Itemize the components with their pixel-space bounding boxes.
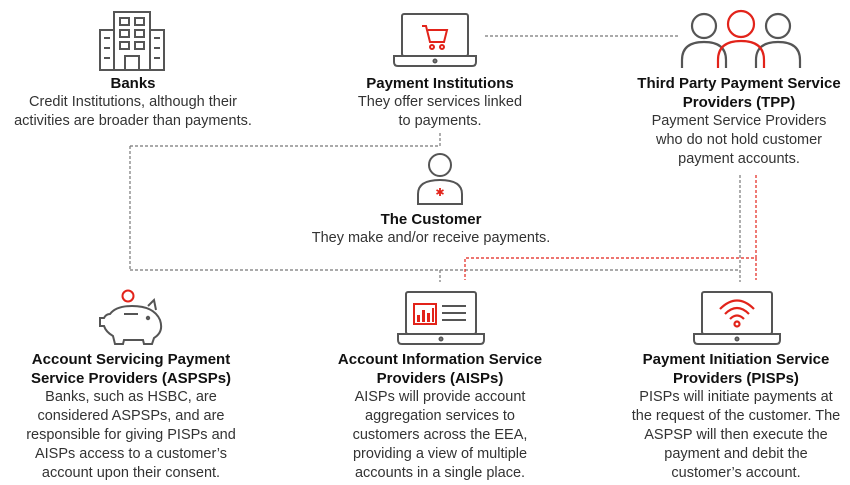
tpp-title: Third Party Payment Service Providers (T… [637,75,841,111]
payment-institutions-title: Payment Institutions [366,75,514,92]
aspsp-description: Banks, such as HSBC, are considered ASPS… [26,389,236,481]
piggy-bank-icon [99,289,163,345]
pisp-description: PISPs will initiate payments at the requ… [631,389,841,481]
connector-top-horizontal [130,132,441,147]
connector-tpp-red [464,175,757,280]
node-customer: The Customer They make and/or receive pa… [290,210,572,248]
node-pisp: Payment Initiation Service Providers (PI… [622,350,850,483]
payment-institutions-description: They offer services linked to payments. [357,94,523,129]
laptop-cart-icon [393,13,477,67]
aisp-title: Account Information Service Providers (A… [337,351,543,387]
node-banks: Banks Credit Institutions, although thei… [2,74,264,131]
customer-description: They make and/or receive payments. [311,230,551,246]
laptop-chart-icon [397,291,485,345]
connector-bottom-horizontal [130,269,741,282]
aisp-description: AISPs will provide account aggregation s… [352,389,528,481]
person-icon [417,153,463,205]
node-tpp: Third Party Payment Service Providers (T… [628,74,850,169]
people-icon [680,9,802,68]
pisp-title: Payment Initiation Service Providers (PI… [642,351,830,387]
building-icon [99,11,165,71]
customer-title: The Customer [380,211,482,228]
node-payment-institutions: Payment Institutions They offer services… [340,74,540,131]
banks-title: Banks [110,75,156,92]
laptop-wireless-icon [693,291,781,345]
node-aisp: Account Information Service Providers (A… [330,350,550,483]
node-aspsp: Account Servicing Payment Service Provid… [12,350,250,483]
tpp-description: Payment Service Providers who do not hol… [651,113,827,167]
banks-description: Credit Institutions, although their acti… [14,94,252,129]
aspsp-title: Account Servicing Payment Service Provid… [30,351,232,387]
